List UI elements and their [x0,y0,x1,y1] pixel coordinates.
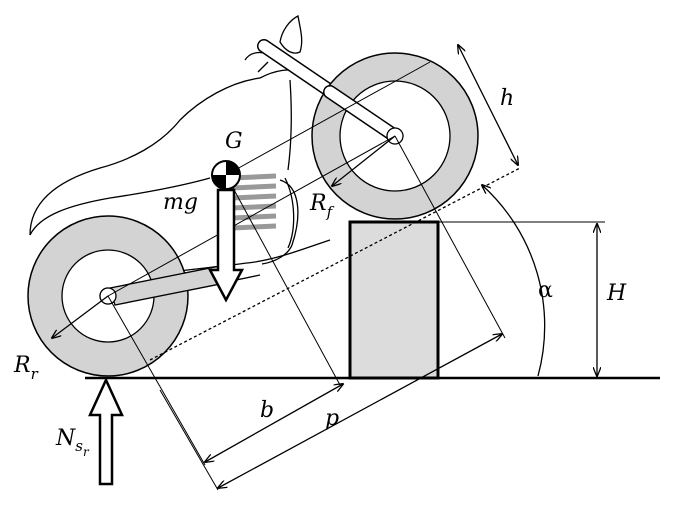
label-h: h [500,86,514,111]
label-Rf-sub: f [326,203,335,221]
normal-force-arrow [88,376,124,486]
label-Rf: Rf [309,191,335,221]
incline-dotted-line [149,167,521,361]
label-Rr: Rr [13,353,39,383]
label-alpha: α [538,278,553,303]
axle-line [107,135,396,297]
label-b: b [260,398,274,423]
center-of-gravity-icon [211,160,241,190]
label-Rr-main: R [13,353,31,378]
p-dimension [218,334,502,488]
front-perpendicular [394,135,506,339]
label-mg: mg [163,190,198,215]
alpha-arc [482,185,546,377]
rear-perpendicular-2 [159,389,219,491]
rear-radius-arrow [52,295,109,338]
label-p: p [325,406,339,431]
label-N: Nsr [55,426,90,459]
obstacle-block [348,220,440,380]
front-fork-over [323,85,402,143]
weight-arrow [207,188,245,303]
label-H: H [606,281,627,306]
label-N-subsub: r [83,445,90,459]
b-dimension [205,384,343,462]
h-dimension [458,45,518,165]
rear-perpendicular [107,295,206,466]
front-radius-arrow [332,135,396,186]
label-Rf-main: R [309,191,327,216]
label-G: G [225,129,243,154]
cg-axis-line [225,61,431,176]
engine-fins [231,173,277,231]
label-N-main: N [55,426,76,451]
label-N-sub: s [75,437,83,455]
label-Rr-sub: r [31,365,39,383]
